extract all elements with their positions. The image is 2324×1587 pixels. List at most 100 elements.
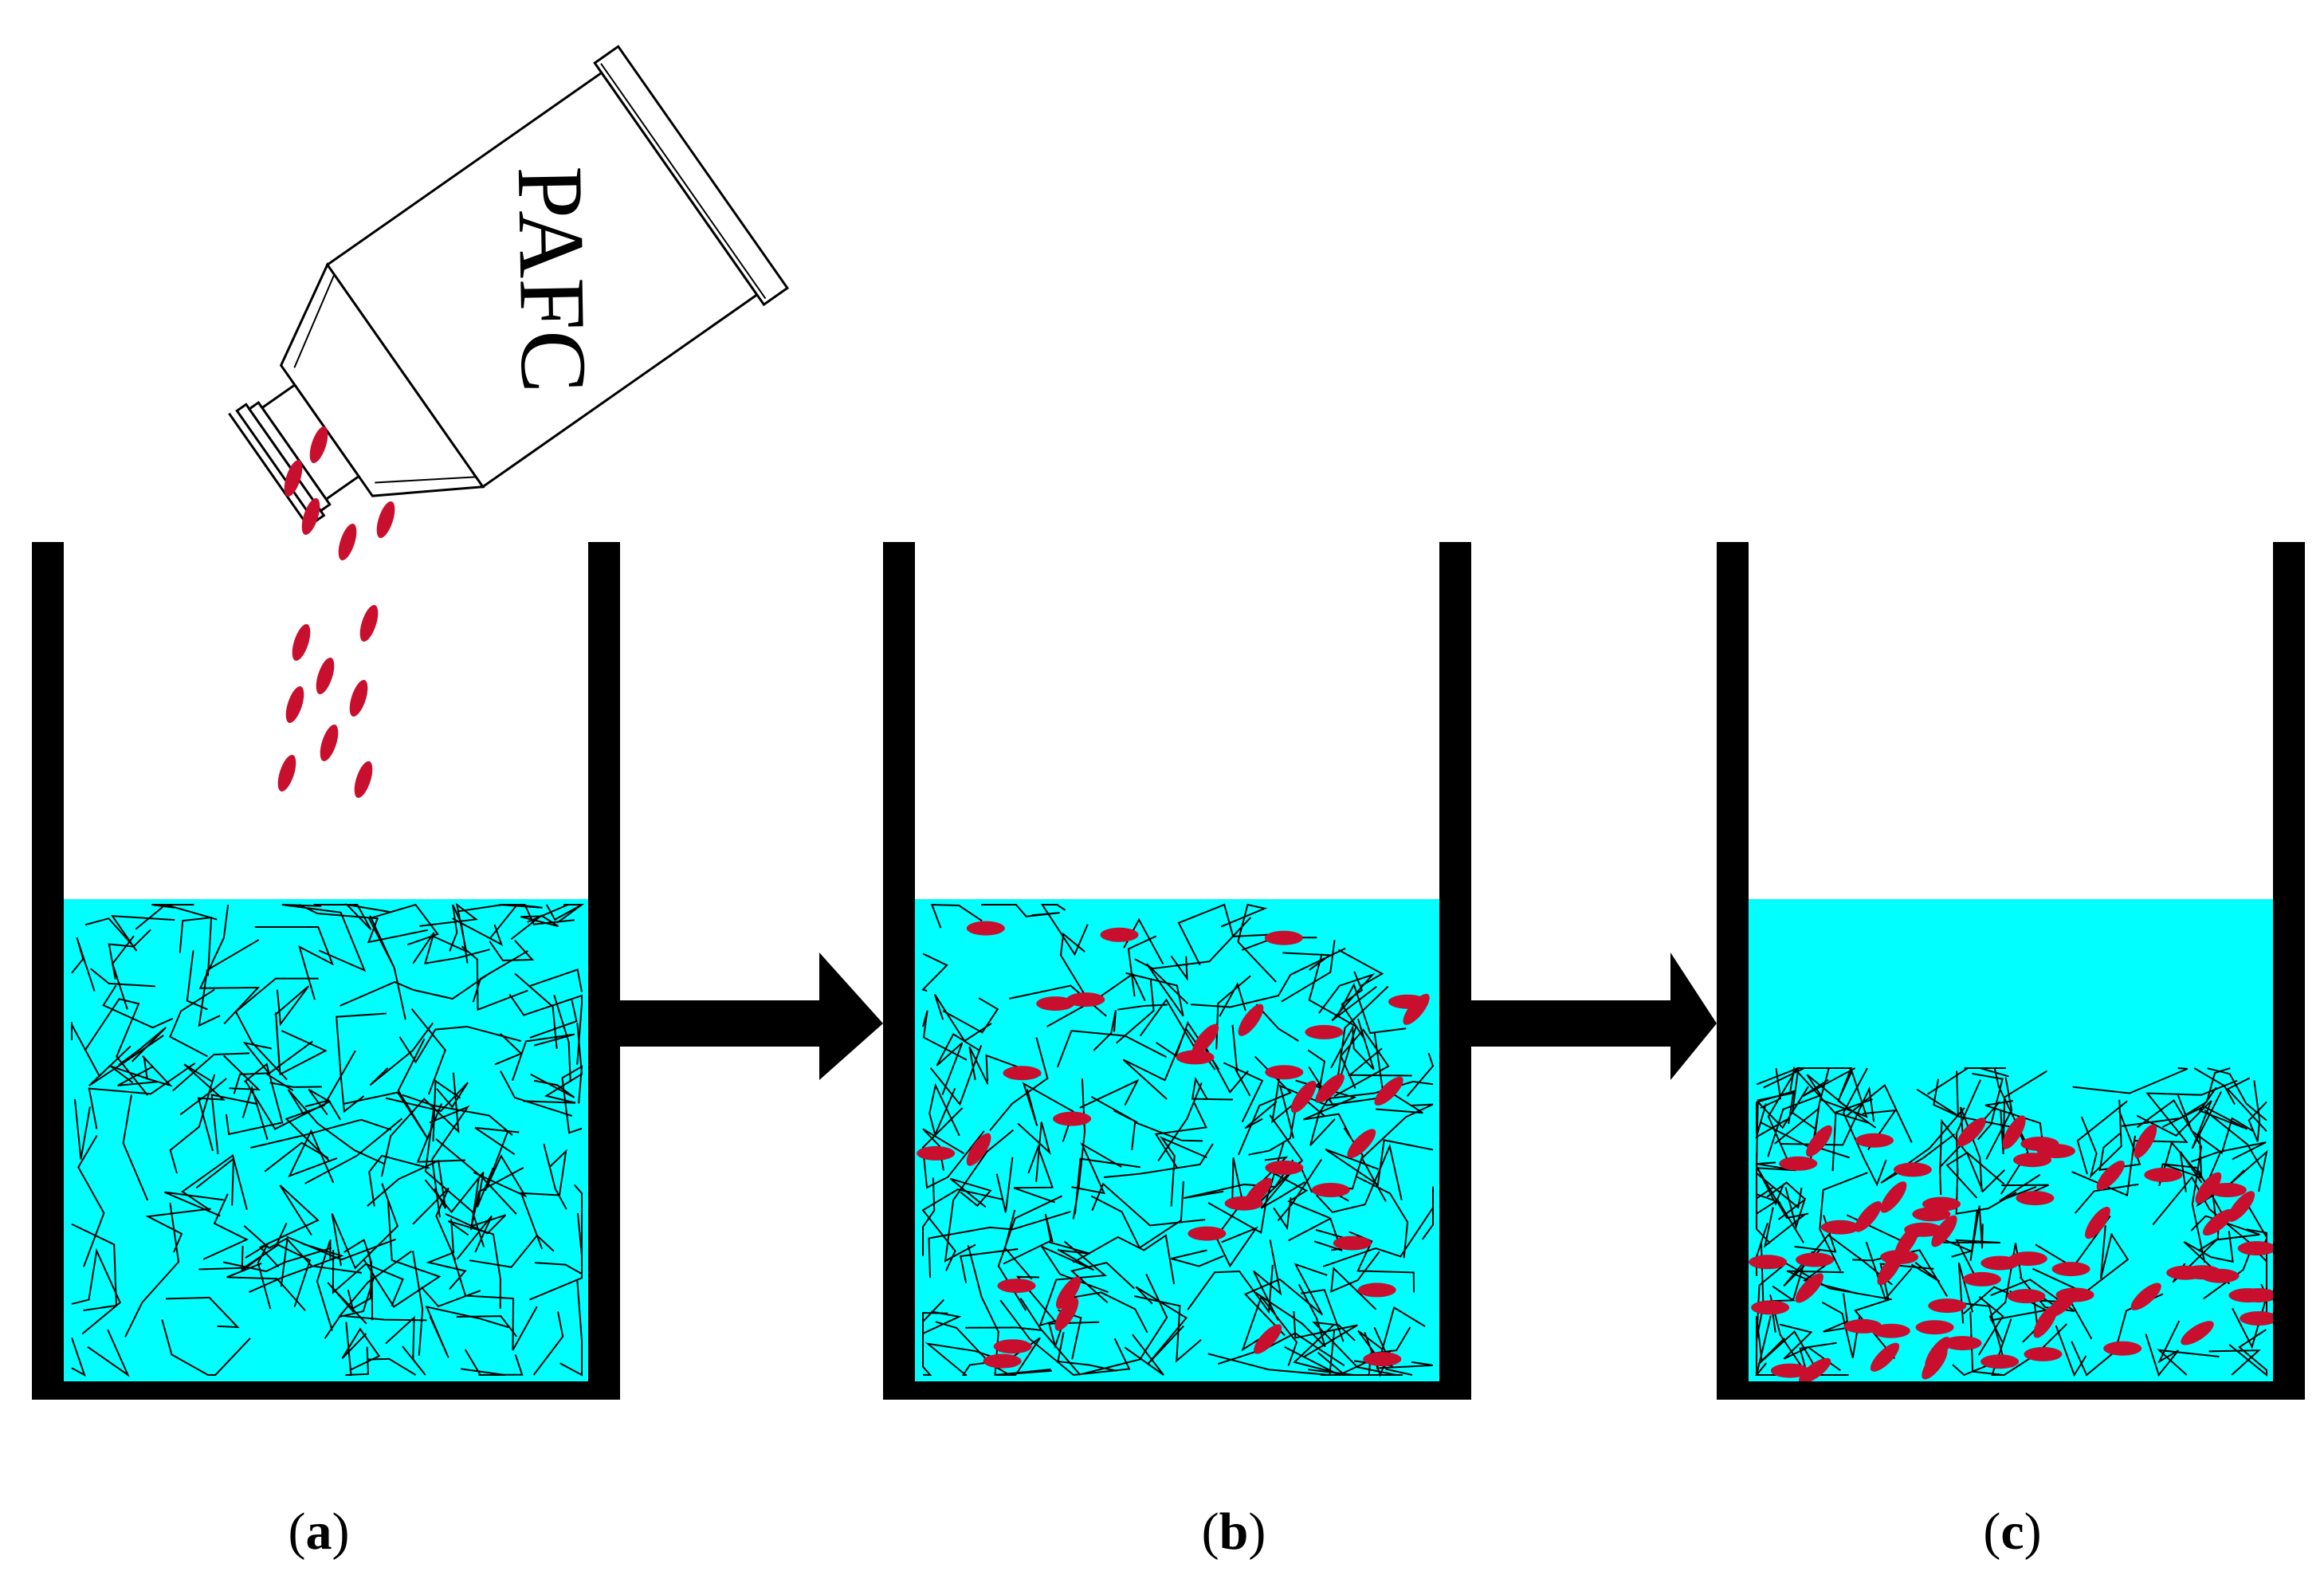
falling-particle <box>359 605 379 642</box>
fiber <box>340 972 491 1007</box>
fiber <box>110 1065 158 1086</box>
falling-particle <box>301 498 320 535</box>
fiber <box>151 904 194 909</box>
fiber <box>2228 1149 2268 1192</box>
fiber <box>2228 1329 2267 1377</box>
falling-particles <box>277 426 395 798</box>
fiber <box>1819 1172 1868 1271</box>
fiber <box>163 1191 224 1217</box>
fiber <box>949 1177 992 1208</box>
fiber <box>1760 1067 1782 1109</box>
fiber <box>1756 1090 1795 1134</box>
fiber <box>90 968 155 988</box>
fiber <box>179 1078 227 1116</box>
fiber <box>366 1159 446 1209</box>
pafc-particle <box>2096 1161 2125 1191</box>
pafc-particle <box>2020 1137 2059 1151</box>
pafc-particle <box>1871 1323 1910 1338</box>
fiber <box>1757 1330 1849 1376</box>
fiber <box>324 1275 375 1339</box>
pafc-particle <box>2202 1208 2234 1236</box>
fiber <box>1757 1086 1809 1129</box>
fiber <box>241 1085 269 1141</box>
fiber <box>1154 1102 1207 1169</box>
fiber <box>1969 1311 2002 1376</box>
pafc-particle <box>1957 1118 1986 1147</box>
beaker-b-bottom <box>883 1381 1471 1400</box>
fiber <box>1072 1234 1176 1285</box>
fiber <box>921 953 948 992</box>
fiber <box>210 1094 258 1155</box>
fiber <box>1004 1209 1033 1280</box>
fiber <box>529 968 583 992</box>
pafc-particle <box>966 921 1005 936</box>
fiber <box>222 1247 332 1273</box>
fiber <box>2055 1325 2087 1377</box>
pafc-particle <box>2051 1262 2090 1277</box>
pafc-particle <box>1749 1255 1788 1270</box>
fiber <box>1955 1079 1981 1174</box>
fiber <box>489 903 543 938</box>
fiber <box>269 1082 322 1088</box>
fiber <box>341 1327 381 1372</box>
fiber <box>1124 1334 1164 1376</box>
fiber <box>1117 1004 1168 1011</box>
fiber <box>1774 1106 1851 1159</box>
fiber <box>412 932 490 964</box>
fiber <box>1252 1239 1282 1321</box>
fiber <box>1017 1122 1051 1182</box>
fiber <box>534 1262 583 1275</box>
fiber <box>2080 1099 2122 1179</box>
fiber <box>1356 1176 1409 1259</box>
fiber <box>1133 1295 1202 1363</box>
pafc-particle <box>1254 1324 1282 1354</box>
fiber <box>345 1346 369 1376</box>
fiber <box>424 1167 494 1214</box>
fiber <box>249 1243 344 1293</box>
fiber <box>1341 971 1366 1041</box>
fiber <box>1777 1187 1807 1230</box>
fiber <box>489 940 535 961</box>
pafc-particle <box>2013 1153 2051 1168</box>
pafc-particle <box>1333 1235 1372 1251</box>
fiber <box>1802 1260 1859 1295</box>
fiber <box>1135 1286 1188 1365</box>
fiber <box>1255 1004 1299 1042</box>
pafc-particle <box>2200 1268 2240 1283</box>
fiber <box>512 1033 575 1082</box>
pafc-particle <box>2024 1346 2063 1361</box>
fiber <box>432 1079 461 1142</box>
fiber <box>1243 1278 1324 1337</box>
fiber <box>88 1062 196 1129</box>
fiber <box>1766 1181 1806 1200</box>
pafc-particle <box>1925 1337 1951 1369</box>
fiber <box>1093 1010 1117 1051</box>
fiber <box>84 998 149 1096</box>
fiber <box>419 902 478 953</box>
fiber <box>368 1154 430 1207</box>
fiber <box>274 985 309 1027</box>
fiber <box>1318 972 1377 1022</box>
bottle-shoulder <box>279 262 485 497</box>
fiber <box>2179 1151 2203 1192</box>
beaker-c-right-wall <box>2273 542 2305 1400</box>
fiber <box>1254 1283 1326 1348</box>
fiber <box>161 1319 251 1376</box>
fiber <box>1977 1295 2004 1356</box>
fiber <box>1013 1145 1055 1204</box>
fiber <box>1821 1301 1861 1358</box>
beaker-c <box>1717 542 2305 1400</box>
fiber <box>71 1247 121 1335</box>
fiber <box>2190 1141 2267 1163</box>
pafc-particle <box>1053 1111 1092 1126</box>
falling-particle <box>354 761 373 798</box>
fiber <box>385 1315 426 1376</box>
fiber <box>942 997 999 1034</box>
fiber <box>999 1299 1131 1377</box>
pafc-particle <box>2237 1241 2276 1256</box>
fiber <box>936 1032 979 1095</box>
pafc-particle <box>1305 1024 1344 1039</box>
fiber <box>1315 1143 1403 1213</box>
fiber <box>1337 985 1389 1080</box>
fiber <box>529 1000 578 1039</box>
